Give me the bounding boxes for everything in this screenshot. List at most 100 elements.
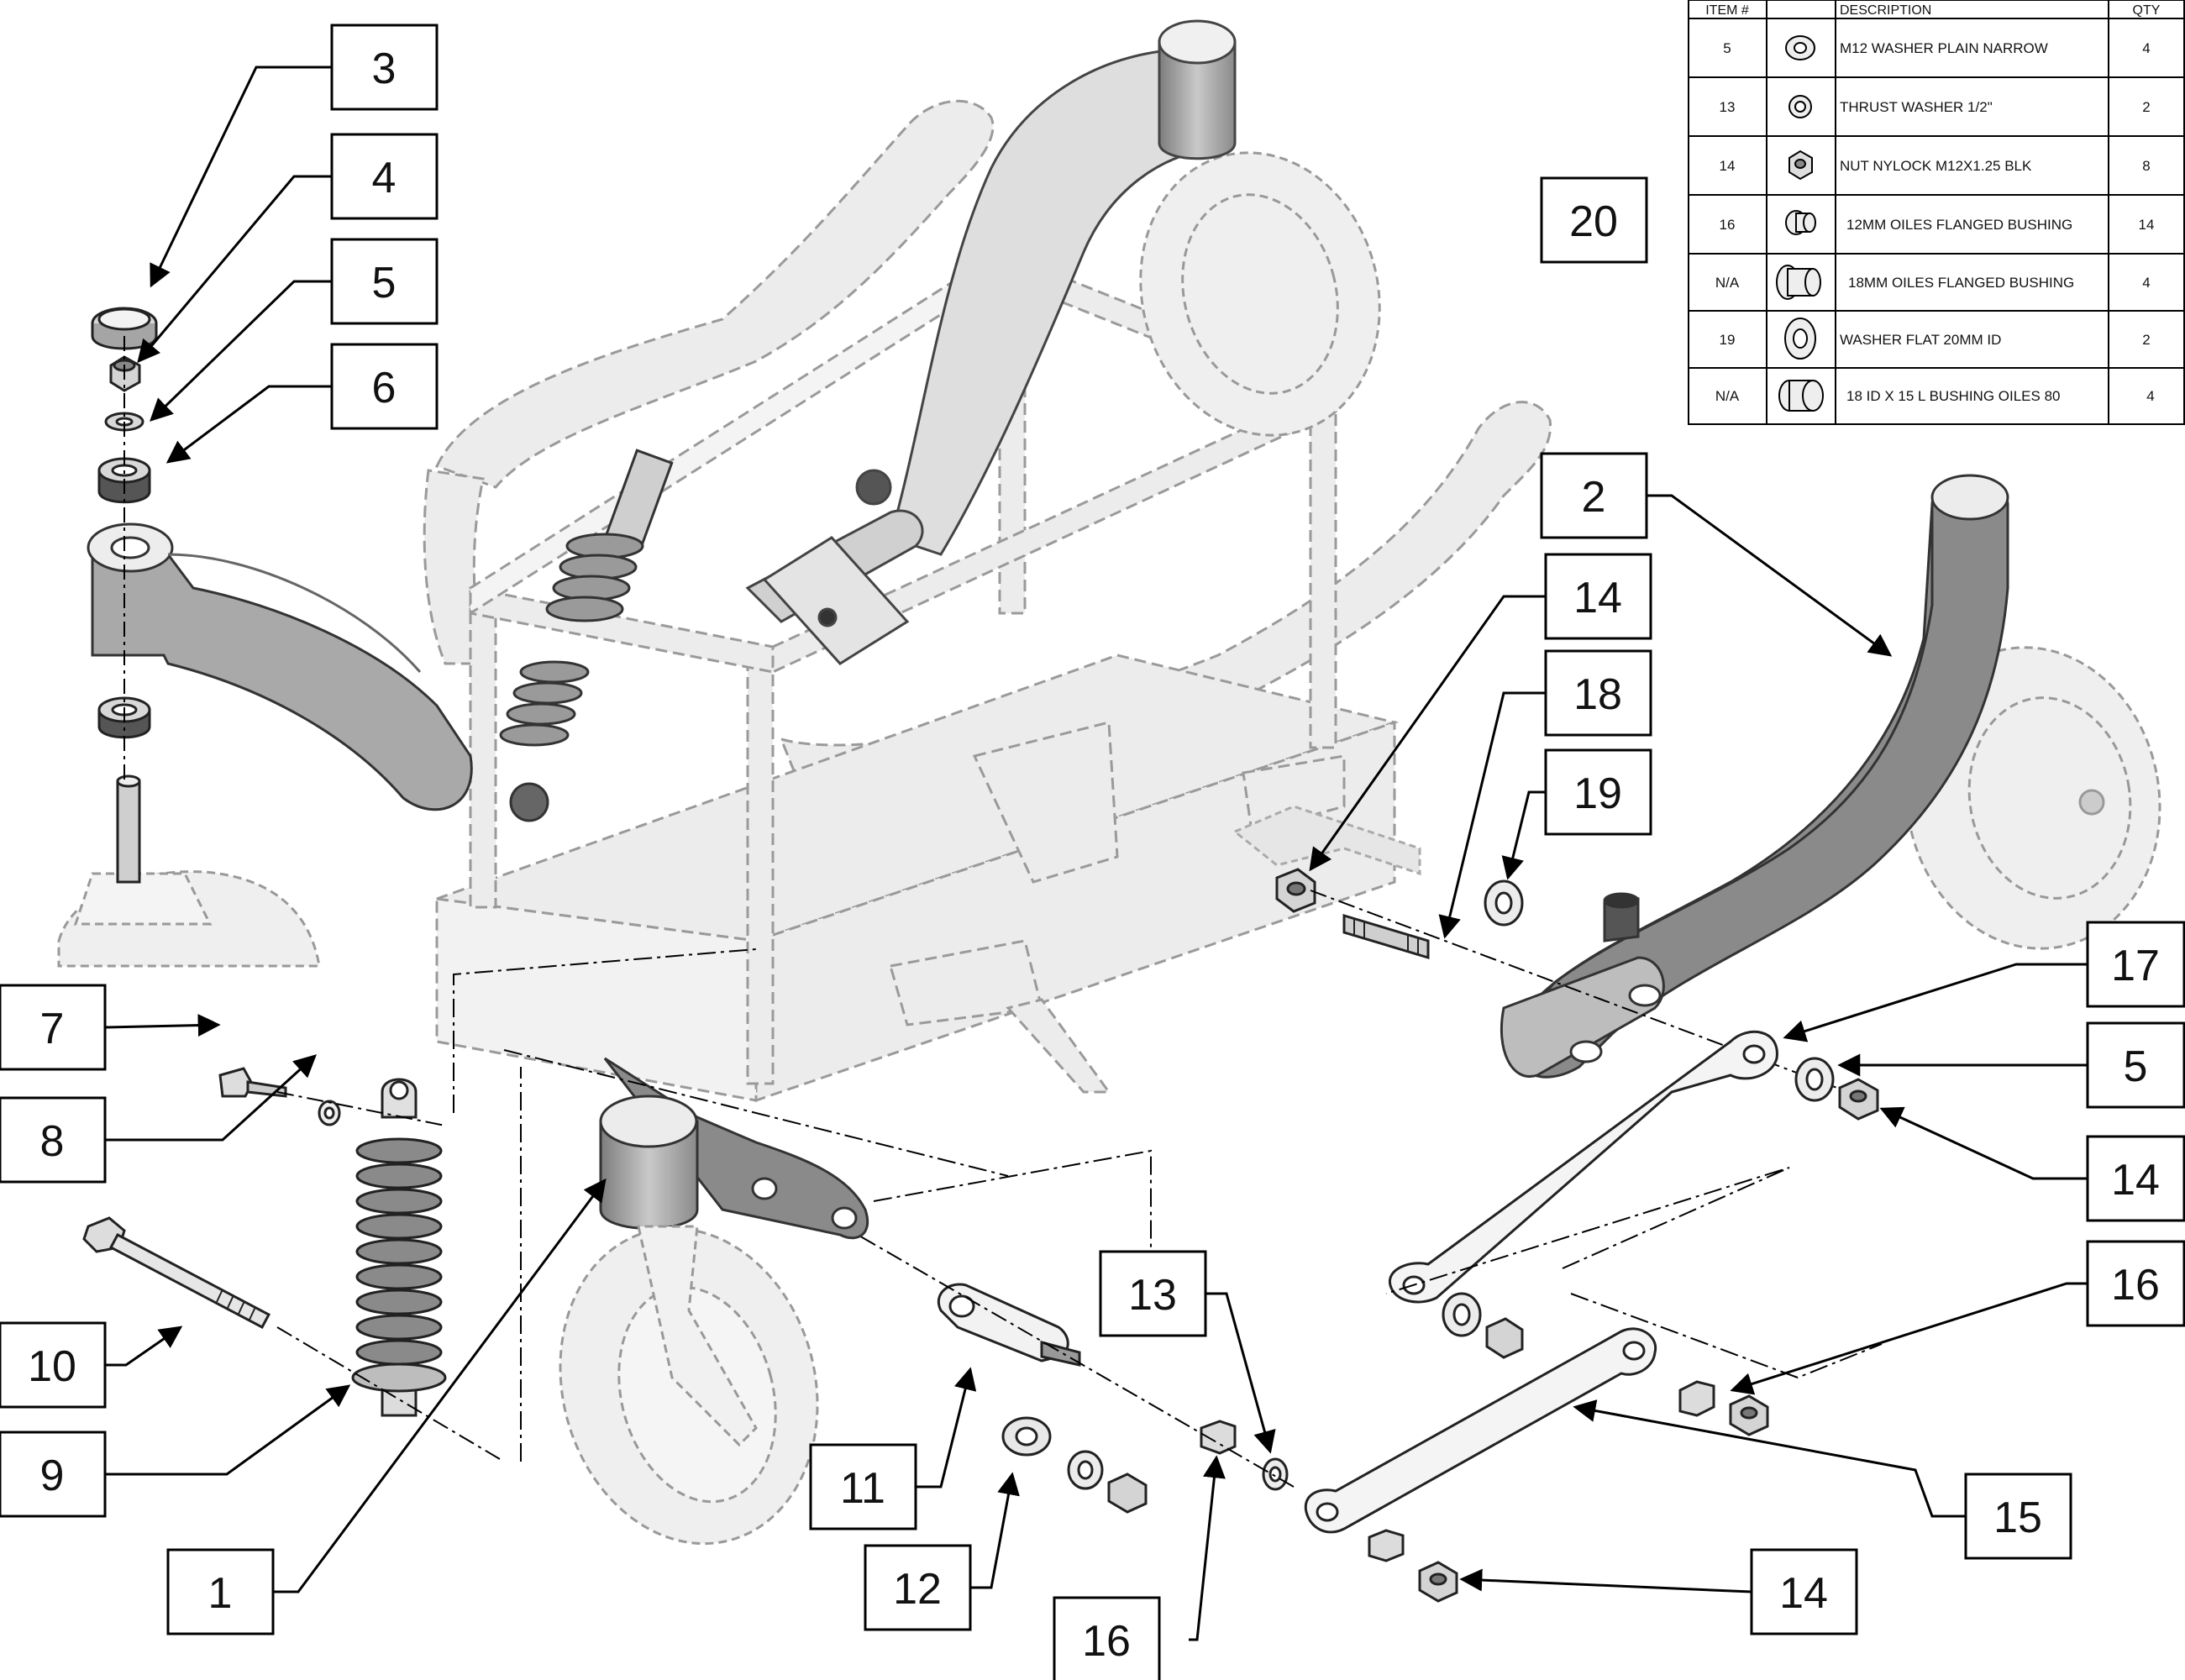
table-cell-description: NUT NYLOCK M12X1.25 BLK [1840, 158, 2032, 174]
callout-label: 14 [1573, 574, 1622, 622]
callout-14-right [2086, 1135, 2185, 1222]
table-cell-qty: 8 [2142, 158, 2150, 174]
callout-10 [0, 1321, 107, 1409]
callout-label: 19 [1573, 769, 1622, 818]
shock-absorber-9 [82, 1067, 505, 1462]
link-15 [1304, 1327, 1769, 1603]
callout-label: 2 [1582, 473, 1606, 522]
callout-label: 1 [208, 1569, 233, 1618]
hardware-right-upper [1232, 805, 1849, 1093]
callout-label: 5 [372, 259, 397, 307]
shaft-18 [1342, 913, 1430, 960]
callout-16-right [2086, 1240, 2185, 1327]
parts-table: ITEM # DESCRIPTION QTY [1688, 0, 2185, 425]
hex-nut-icon [1788, 150, 1813, 181]
callout-label: 16 [1082, 1617, 1131, 1666]
callout-15 [1964, 1473, 2072, 1560]
callout-20 [1540, 176, 1648, 264]
bushing-16-center [1200, 1420, 1237, 1455]
callout-boxes [0, 24, 2185, 1680]
callout-label: 20 [1569, 197, 1618, 246]
table-cell-qty: 2 [2142, 99, 2150, 115]
table-cell-item: 13 [1720, 99, 1736, 115]
callout-label: 10 [28, 1342, 76, 1391]
table-header-qty: QTY [2133, 3, 2161, 18]
callout-6 [330, 343, 439, 430]
callout-label: 9 [40, 1452, 65, 1500]
callout-label: 17 [2111, 942, 2160, 990]
washer-flat-icon [1784, 318, 1816, 360]
table-cell-description: THRUST WASHER 1/2" [1840, 99, 1993, 115]
table-cell-qty: 14 [2139, 217, 2155, 233]
table-header-item: ITEM # [1705, 3, 1749, 18]
table-cell-item: N/A [1715, 388, 1740, 404]
bushing-16-right [1678, 1380, 1715, 1417]
callout-label: 11 [840, 1464, 885, 1513]
table-cell-description: 12MM OILES FLANGED BUSHING [1846, 217, 2072, 233]
callout-17 [2086, 921, 2185, 1008]
callout-label: 14 [2111, 1156, 2160, 1205]
callout-3 [330, 24, 439, 111]
callout-2 [1540, 452, 1648, 539]
table-cell-qty: 4 [2142, 275, 2150, 291]
table-cell-description: WASHER FLAT 20MM ID [1840, 332, 2001, 348]
bushing-sleeve-icon [1778, 380, 1824, 412]
callout-9 [0, 1431, 107, 1518]
callout-14-lower [1750, 1548, 1858, 1635]
callout-5-right [2086, 1021, 2185, 1109]
callout-7 [0, 984, 107, 1071]
callout-5-top [330, 238, 439, 325]
table-cell-description: 18MM OILES FLANGED BUSHING [1848, 275, 2074, 291]
callout-label: 4 [372, 154, 397, 202]
caster-wheel-left [57, 870, 321, 968]
callout-label: 3 [372, 45, 397, 93]
hardware-stack-top [91, 307, 158, 884]
table-cell-item: 19 [1720, 332, 1736, 348]
table-cell-item: 16 [1720, 217, 1736, 233]
callout-label: 16 [2111, 1261, 2160, 1310]
washer-narrow-icon [1785, 35, 1815, 60]
rear-wheel-top [1139, 151, 1381, 437]
link-17 [1389, 1030, 1879, 1359]
callout-label: 14 [1779, 1569, 1828, 1618]
callout-labels: 3 4 5 6 7 8 10 9 1 11 12 13 16 20 2 14 1… [28, 45, 2160, 1666]
callout-label: 15 [1993, 1494, 2042, 1542]
flanged-bushing-small-icon [1785, 210, 1816, 235]
assembly-center-lines [453, 948, 1883, 1462]
callout-label: 5 [2124, 1042, 2148, 1091]
callout-16-center [1053, 1596, 1161, 1680]
callout-label: 8 [40, 1117, 65, 1166]
table-cell-qty: 4 [2142, 40, 2150, 56]
callout-label: 13 [1128, 1271, 1177, 1320]
table-cell-qty: 2 [2142, 332, 2150, 348]
pivot-arm-left [87, 522, 473, 811]
table-cell-qty: 4 [2146, 388, 2154, 404]
callout-12 [864, 1544, 972, 1631]
bushing-lower [1368, 1529, 1405, 1562]
callout-label: 12 [893, 1565, 942, 1614]
frame-shock-absorber [499, 449, 674, 822]
callout-11 [809, 1443, 917, 1530]
table-cell-item: N/A [1715, 275, 1740, 291]
table-cell-description: M12 WASHER PLAIN NARROW [1840, 40, 2048, 56]
thrust-washer-icon [1788, 95, 1812, 118]
callout-18 [1544, 649, 1652, 737]
callout-14-upper [1544, 553, 1652, 640]
callout-label: 18 [1573, 670, 1622, 719]
flanged-bushing-large-icon [1776, 265, 1821, 300]
table-cell-item: 5 [1723, 40, 1731, 56]
callout-4 [330, 133, 439, 220]
callout-13 [1099, 1250, 1207, 1337]
hardware-center [755, 1175, 1295, 1514]
callout-label: 7 [40, 1005, 65, 1053]
callout-1 [166, 1548, 275, 1635]
table-header-description: DESCRIPTION [1840, 3, 1931, 18]
table-cell-description: 18 ID X 15 L BUSHING OILES 80 [1846, 388, 2061, 404]
suspension-arm-right [1500, 474, 2009, 1079]
caster-spindle [116, 780, 141, 884]
callout-19 [1544, 748, 1652, 836]
front-caster-assembly [559, 1057, 869, 1546]
table-cell-item: 14 [1720, 158, 1736, 174]
callout-8 [0, 1096, 107, 1184]
